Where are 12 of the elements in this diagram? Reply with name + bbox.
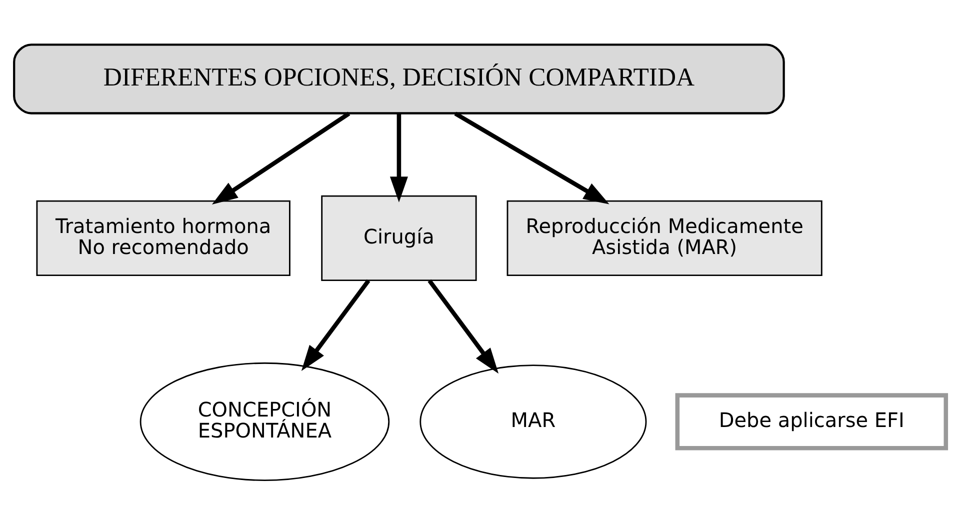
node-ellipse: MAR [420,364,647,479]
arrow [301,279,370,371]
arrow [454,112,610,204]
node-box: DIFERENTES OPCIONES, DECISIÓN COMPARTIDA [13,44,785,114]
node-box: Tratamiento hormona No recomendado [36,200,290,276]
arrow [428,279,499,374]
node-box: Reproducción Medicamente Asistida (MAR) [506,200,822,276]
node-box: Cirugía [321,195,477,282]
arrow [212,112,350,205]
arrow [390,114,408,202]
node-box: Debe aplicarse EFI [675,393,948,450]
node-ellipse: CONCEPCIÓN ESPONTÁNEA [140,362,390,482]
